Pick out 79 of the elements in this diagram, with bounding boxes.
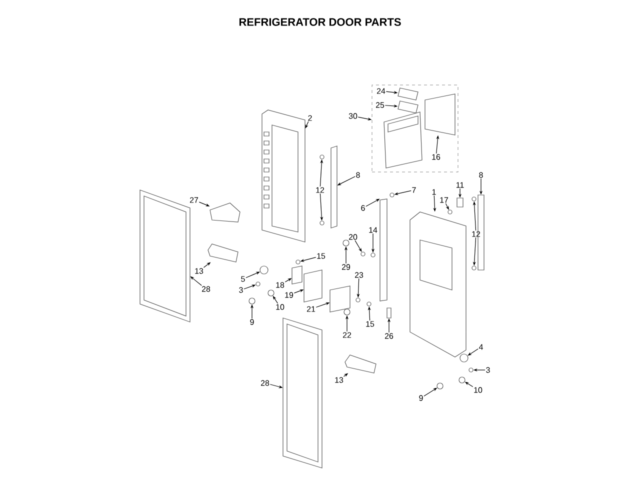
callout-number: 5 [241, 276, 245, 282]
callout-number: 12 [316, 187, 324, 193]
callout-number: 3 [486, 367, 490, 373]
bracket [356, 298, 360, 302]
callout-number: 15 [317, 253, 326, 259]
hinge [460, 354, 468, 362]
door-panel [410, 212, 466, 358]
callout-number: 9 [419, 395, 423, 401]
callout-number: 10 [474, 387, 482, 393]
callout-number: 24 [376, 88, 386, 94]
leader-line [305, 121, 309, 128]
screw [320, 154, 324, 160]
callout-number: 21 [306, 306, 316, 312]
callout-number: 13 [195, 268, 204, 274]
callout-number: 28 [202, 286, 210, 292]
callout-number: 22 [342, 332, 352, 338]
flap-panel [424, 94, 456, 136]
cover-plate [304, 270, 322, 302]
callout-number: 9 [250, 319, 254, 325]
trim-strip [380, 198, 388, 302]
callout-number: 20 [348, 234, 358, 240]
door-handle [330, 146, 338, 228]
screw [390, 192, 394, 198]
callout-number: 12 [472, 231, 480, 237]
door-gasket [140, 190, 190, 322]
callout-number: 19 [285, 292, 294, 298]
callout-number: 4 [478, 344, 483, 350]
callout-number: 23 [354, 272, 364, 278]
screw [296, 260, 300, 264]
connector [386, 308, 392, 318]
callout-number: 18 [276, 282, 284, 288]
callout-number: 26 [384, 333, 394, 339]
callout-number: 2 [308, 115, 312, 121]
callout-number: 6 [361, 205, 365, 211]
callout-number: 28 [260, 380, 270, 386]
callout-number: 11 [456, 182, 464, 188]
door-bin [210, 202, 240, 222]
door-panel [262, 110, 306, 242]
screw [472, 266, 476, 270]
door-gasket [398, 100, 418, 114]
cover-piece [456, 198, 464, 208]
callout-number: 17 [440, 197, 448, 203]
screw [370, 252, 376, 258]
callout-number: 13 [335, 377, 344, 383]
cover-plate [330, 286, 350, 312]
bracket [292, 266, 302, 284]
callout-number: 14 [369, 227, 378, 233]
callout-number: 16 [432, 154, 440, 160]
screw [366, 302, 372, 306]
screw [360, 252, 366, 256]
cap [342, 240, 350, 246]
callout-number: 27 [190, 197, 198, 203]
screw [248, 298, 256, 304]
screw [436, 382, 444, 390]
callout-number: 25 [376, 102, 384, 108]
door-gasket [398, 88, 418, 100]
callout-number: 8 [356, 172, 360, 178]
screw [472, 196, 476, 202]
bushing [268, 290, 274, 296]
callout-number: 29 [342, 264, 350, 270]
callout-number: 10 [276, 304, 284, 310]
callout-number: 30 [348, 113, 358, 119]
callout-number: 15 [366, 321, 374, 327]
actuator [344, 308, 350, 316]
door-bin [344, 354, 376, 374]
callout-number: 8 [479, 172, 483, 178]
pin [468, 368, 474, 372]
bushing [458, 376, 466, 384]
door-bin [208, 244, 238, 262]
screw [448, 210, 452, 214]
callout-number: 7 [412, 187, 416, 193]
door-gasket [282, 318, 322, 468]
diagram-title: REFRIGERATOR DOOR PARTS [239, 18, 401, 26]
hinge [260, 266, 268, 274]
callout-number: 1 [432, 189, 436, 195]
screw [320, 220, 324, 226]
pin [256, 282, 260, 286]
dashed-group-outline [372, 84, 458, 172]
callout-number: 3 [239, 287, 243, 293]
